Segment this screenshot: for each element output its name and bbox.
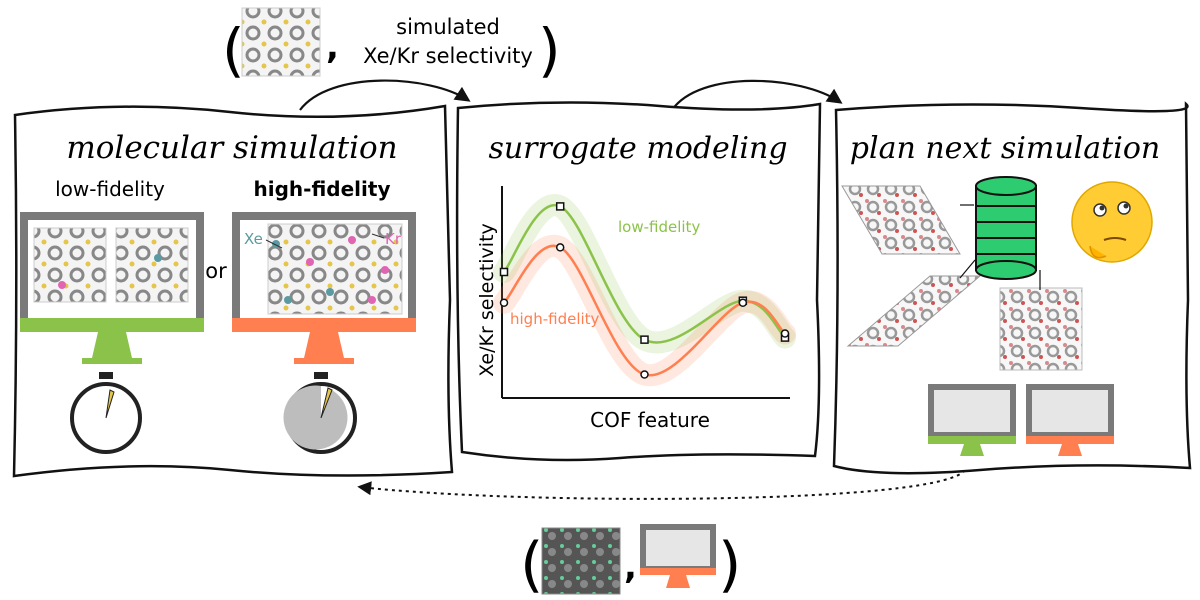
arrow-to-surrogate (299, 79, 471, 111)
panel-title: surrogate modeling (488, 131, 787, 166)
feedback-arrow (357, 469, 966, 500)
bottom-tuple: ( , ) (520, 524, 741, 600)
monitor-stand (304, 332, 344, 358)
stopwatch-hand (320, 387, 333, 419)
xe-pointer (265, 239, 283, 249)
high-fidelity-label: high-fidelity (254, 177, 391, 201)
kr-atom (58, 281, 66, 289)
data-point-high-fidelity (499, 298, 509, 307)
data-point-high-fidelity (780, 329, 790, 338)
cof-structure-icon (33, 227, 107, 303)
monitor-base-band (640, 568, 716, 575)
stopwatch-elapsed (283, 385, 348, 450)
panel-frame (455, 101, 822, 462)
cof-structure-icon (115, 227, 189, 303)
db-link (959, 259, 976, 279)
monitor-icon (1026, 384, 1114, 456)
stopwatch-button (314, 372, 328, 379)
monitor-icon (640, 524, 716, 588)
panel-surrogate-modeling: surrogate modeling COF feature Xe/Kr sel… (455, 101, 822, 462)
emoji-face (1071, 181, 1153, 263)
data-point-high-fidelity (738, 298, 748, 307)
db-body (975, 185, 1037, 271)
open-paren: ( (520, 530, 543, 600)
kr-label: Kr (385, 230, 402, 248)
monitor-stand (666, 575, 690, 588)
monitor-icon (20, 212, 204, 364)
kr-pointer (371, 233, 385, 239)
kr-atom (381, 266, 389, 274)
legend-high-fidelity: high-fidelity (510, 310, 600, 328)
data-point-low-fidelity (640, 335, 649, 344)
monitor-foot (294, 358, 354, 364)
xe-atom (284, 296, 292, 304)
stopwatch-button (99, 372, 113, 379)
monitor-base-band (232, 318, 416, 332)
panel-title: plan next simulation (850, 131, 1160, 166)
close-paren: ) (718, 530, 741, 600)
xe-label: Xe (244, 230, 263, 248)
emoji-pupil (1123, 203, 1129, 209)
panel-plan-next-simulation: plan next simulation (832, 101, 1192, 475)
emoji-eye (1093, 203, 1107, 217)
tuple-text-line1: simulated (396, 15, 500, 39)
arrow-to-plan (671, 79, 843, 111)
tuple-comma: , (624, 547, 637, 587)
emoji-eye (1117, 201, 1131, 215)
monitor-stand (960, 444, 984, 456)
monitor-base-band (928, 436, 1016, 444)
emoji-hand (1089, 245, 1107, 259)
kr-atom (368, 296, 376, 304)
cof-structure-icon (841, 185, 961, 255)
monitor-base-band (20, 318, 204, 332)
stopwatch-icon (70, 372, 142, 454)
or-label: or (205, 259, 227, 283)
x-axis-label: COF feature (590, 408, 710, 432)
tuple-comma: , (326, 27, 339, 67)
monitor-stand (1058, 444, 1082, 456)
tuple-text-line2: Xe/Kr selectivity (363, 44, 533, 68)
cof-structure-icon (846, 275, 982, 347)
legend-low-fidelity: low-fidelity (618, 218, 700, 236)
low-fidelity-label: low-fidelity (55, 177, 165, 201)
monitor-icon (928, 384, 1016, 456)
monitor-screen (1032, 390, 1108, 432)
emoji-mouth (1103, 237, 1127, 241)
db-top (975, 176, 1037, 196)
monitor-icon: Xe Kr (232, 212, 416, 364)
kr-atom (348, 236, 356, 244)
data-point-low-fidelity (499, 267, 509, 277)
open-paren: ( (222, 16, 245, 84)
chart-plot (493, 194, 796, 387)
kr-atom (306, 258, 314, 266)
emoji-pupil (1099, 205, 1105, 211)
data-point-low-fidelity (555, 202, 565, 211)
stopwatch-icon (283, 372, 357, 454)
monitor-screen (934, 390, 1010, 432)
data-point-high-fidelity (640, 370, 649, 379)
thinking-emoji-icon (1071, 181, 1153, 263)
panel-title: molecular simulation (66, 130, 397, 166)
xe-atom (154, 254, 162, 262)
database-icon (975, 176, 1037, 280)
monitor-stand (92, 332, 132, 358)
monitor-base-band (1026, 436, 1114, 444)
monitor-foot (82, 358, 142, 364)
close-paren: ) (538, 16, 561, 84)
data-point-high-fidelity (555, 243, 565, 252)
cof-structure-icon (999, 287, 1083, 371)
db-bottom (975, 260, 1037, 280)
monitor-screen (646, 530, 710, 566)
panel-molecular-simulation: molecular simulation low-fidelity high-f… (12, 104, 454, 478)
stopwatch-hand (105, 389, 115, 419)
cof-structure-icon (241, 7, 321, 77)
cof-structure-icon (541, 527, 621, 595)
xe-atom (326, 288, 334, 296)
top-tuple: ( , simulated Xe/Kr selectivity ) (222, 7, 561, 84)
y-axis-label: Xe/Kr selectivity (476, 223, 498, 377)
